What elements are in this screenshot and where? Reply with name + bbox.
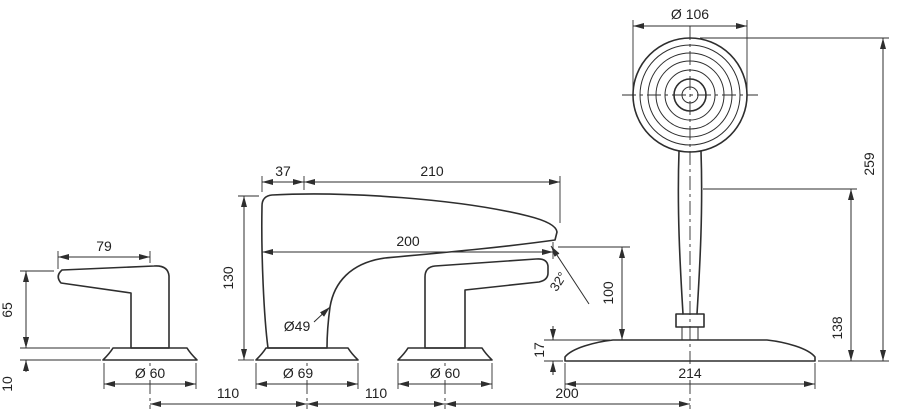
dim-spout-height: 130 xyxy=(220,195,259,361)
dim-handle-base-height: 10 xyxy=(0,337,101,392)
spout-base xyxy=(255,347,359,361)
dim-hose-connection-height: 138 xyxy=(703,188,857,361)
dim-label-total-height: 259 xyxy=(861,152,877,176)
dimensions: 79 65 10 Ø 60 xyxy=(0,6,889,409)
shower-head-ring xyxy=(639,44,741,146)
dim-label-outlet-height: 100 xyxy=(600,281,616,305)
left-handle-outline xyxy=(57,265,170,349)
dim-label-handle-base-height: 10 xyxy=(0,376,15,392)
dim-label-pitch-right: 200 xyxy=(555,385,579,401)
right-handle-outline xyxy=(424,258,549,349)
left-handle-drawing xyxy=(57,265,198,361)
shower-holder-base xyxy=(564,339,816,362)
shower-head-center-ring xyxy=(681,86,699,104)
dim-label-pitch-left: 110 xyxy=(217,385,240,401)
dim-label-hose-connection-height: 138 xyxy=(829,316,845,340)
dim-label-spout-height: 130 xyxy=(220,266,236,290)
shower-head-ring xyxy=(664,69,716,121)
shower-handle-right-edge xyxy=(696,150,703,315)
dim-outlet-height: 100 xyxy=(558,246,630,340)
shower-head-ring xyxy=(655,60,725,130)
dim-label-shower-head-diameter: Ø 106 xyxy=(671,6,709,22)
dim-label-handle-height: 65 xyxy=(0,302,15,318)
dim-label-jet-angle: 32° xyxy=(547,269,570,294)
dim-label-spout-top-back: 37 xyxy=(275,163,291,179)
dim-label-shower-base-width: 214 xyxy=(678,365,702,381)
angle-leader-line xyxy=(550,245,590,305)
dim-shower-head-diameter: Ø 106 xyxy=(632,6,748,92)
shower-hose-nut xyxy=(675,313,705,328)
dim-handle-height: 65 xyxy=(0,270,110,349)
dim-label-outlet-reach: 200 xyxy=(396,233,420,249)
left-handle-base xyxy=(102,347,198,361)
dim-label-shaft-diameter: Ø49 xyxy=(284,318,311,334)
dim-spout-top: 37 210 xyxy=(261,163,561,223)
spout-outline xyxy=(261,193,558,349)
dim-label-spout-base-diameter: Ø 69 xyxy=(283,365,314,381)
dim-label-pitch-mid: 110 xyxy=(365,385,388,401)
shower-head-outer-ring xyxy=(632,37,748,153)
dim-label-spout-top-reach: 210 xyxy=(420,163,444,179)
right-handle-base xyxy=(397,347,493,361)
hand-shower-drawing xyxy=(564,26,816,364)
shower-head-ring xyxy=(647,52,733,138)
right-handle-drawing xyxy=(397,258,549,361)
dim-spout-shaft-diameter: Ø49 xyxy=(284,306,331,334)
leader-line xyxy=(313,306,331,323)
dim-spout-outlet-reach: 200 xyxy=(262,233,554,259)
dim-label-right-base-diameter: Ø 60 xyxy=(430,365,461,381)
dim-total-height: 259 xyxy=(700,37,889,362)
dim-label-shower-base-height: 17 xyxy=(531,342,547,358)
dim-pitch-chain: 110 110 200 xyxy=(149,363,691,409)
shower-head-inner-ring xyxy=(673,78,707,112)
dim-label-left-base-diameter: Ø 60 xyxy=(135,365,166,381)
dim-label-handle-length: 79 xyxy=(96,238,112,254)
spout-drawing xyxy=(255,193,558,361)
dim-shower-base-height: 17 xyxy=(531,326,610,375)
dim-handle-length: 79 xyxy=(57,238,151,269)
shower-handle-left-edge xyxy=(677,150,684,315)
